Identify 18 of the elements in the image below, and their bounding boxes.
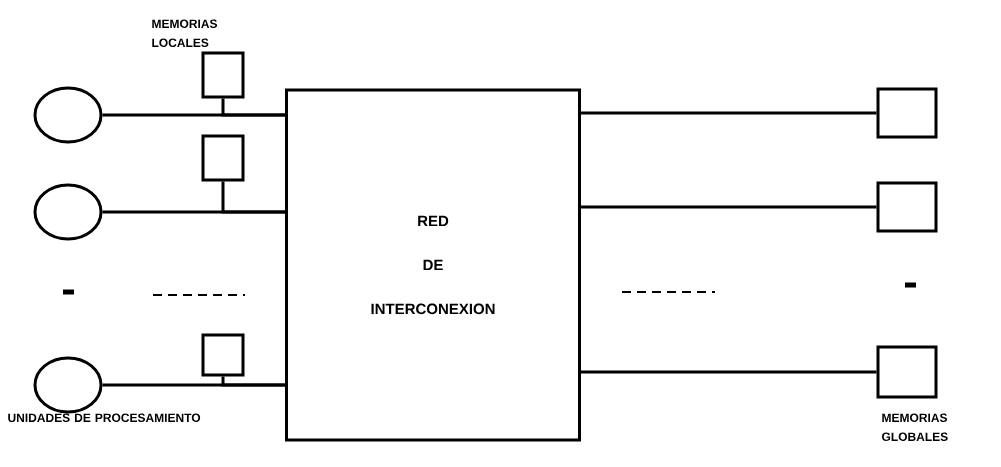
connector-line — [221, 181, 285, 214]
memory-box — [201, 51, 245, 99]
network-box: RED DE INTERCONEXION — [285, 88, 581, 442]
group-label: MEMORIAS GLOBALES — [882, 413, 948, 441]
memory-box — [201, 333, 245, 377]
connector-line — [581, 370, 877, 374]
memory-box — [201, 134, 245, 182]
connector-line — [221, 376, 285, 387]
connector-line — [581, 111, 877, 115]
memory-box — [876, 87, 938, 139]
group-label: MEMORIAS LOCALES — [152, 19, 218, 47]
processor-ellipse — [33, 86, 103, 144]
memory-box — [876, 181, 938, 233]
connector-line — [581, 205, 877, 209]
memory-box — [876, 345, 938, 399]
processor-ellipse — [33, 183, 103, 241]
processor-ellipse — [33, 356, 103, 414]
connector-line — [221, 98, 285, 117]
